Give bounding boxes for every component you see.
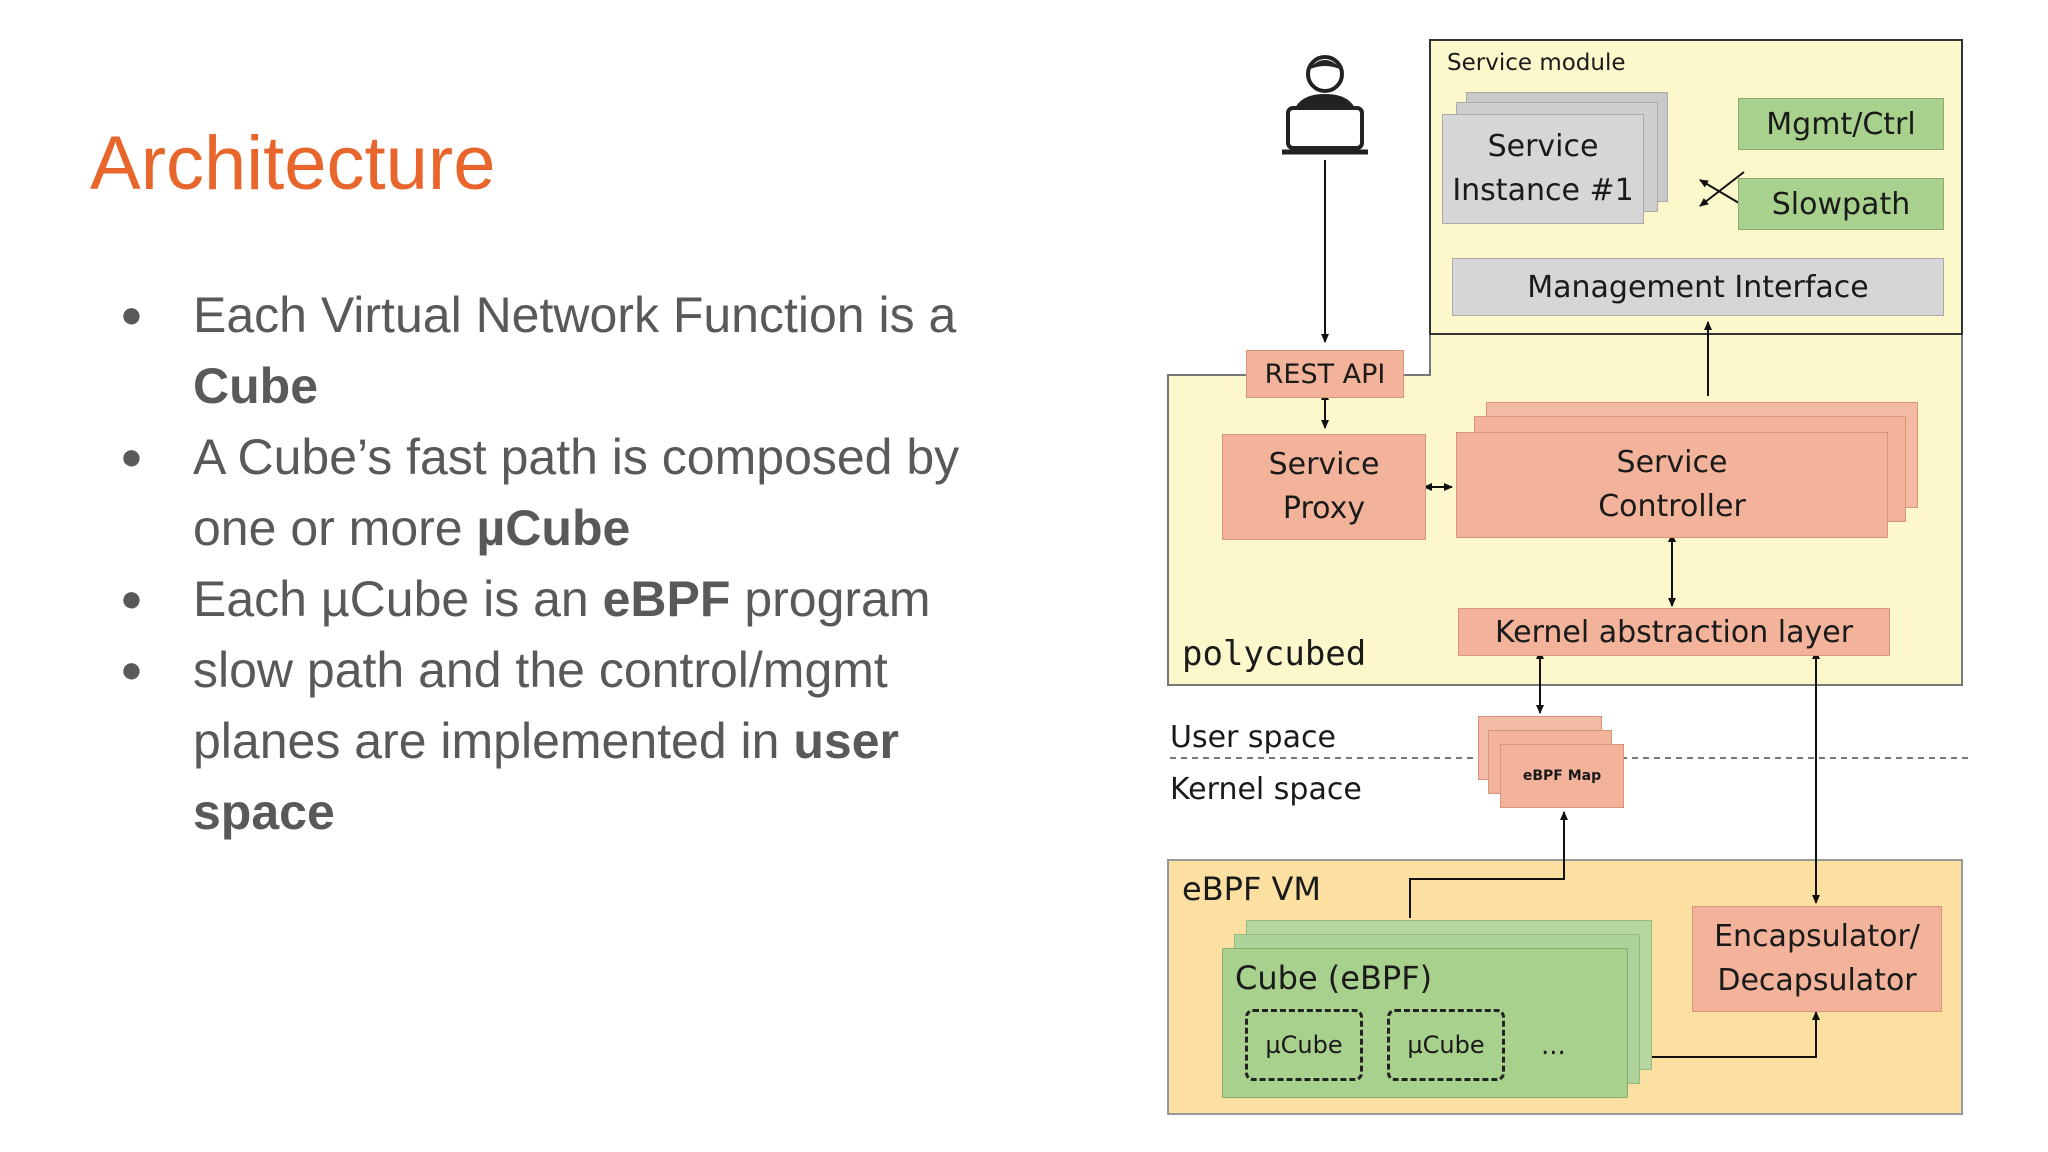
ebpf-map-box: eBPF Map [1500,744,1624,808]
bold-term: µCube [476,500,631,556]
ebpf-vm-label: eBPF VM [1182,870,1322,908]
bullet-dot: ● [120,294,143,336]
bullet-dot: ● [120,578,143,620]
bullet-item: ●Each Virtual Network Function is a Cube [110,280,1040,422]
ucube-box: µCube [1387,1009,1505,1081]
cube-ebpf-label: Cube (eBPF) [1235,959,1433,997]
polycubed-label: polycubed [1182,634,1367,674]
bullet-item: ●A Cube’s fast path is composed by one o… [110,422,1040,564]
ucube-box: µCube [1245,1009,1363,1081]
bullet-item: ●slow path and the control/mgmt planes a… [110,635,1040,848]
bullet-item: ●Each µCube is an eBPF program [110,564,1040,635]
bold-term: eBPF [602,571,731,627]
bold-term: user space [193,713,899,840]
user-laptop-icon [1282,55,1368,155]
kernel-abstraction-layer-box: Kernel abstraction layer [1458,608,1890,656]
bullet-dot: ● [120,436,143,478]
service-instance-box: Service Instance #1 [1442,114,1644,224]
architecture-diagram: Service module Service Instance #1 Mgmt/… [1160,30,1980,1130]
management-interface-box: Management Interface [1452,258,1944,316]
rest-api-box: REST API [1246,350,1404,398]
more-ucubes-ellipsis: ... [1541,1031,1566,1061]
bullet-list: ●Each Virtual Network Function is a Cube… [110,280,1040,848]
slide-title: Architecture [90,121,496,206]
service-controller-box: Service Controller [1456,432,1888,538]
service-proxy-box: Service Proxy [1222,434,1426,540]
service-module-label: Service module [1447,50,1626,76]
kernel-space-label: Kernel space [1170,772,1362,807]
encapsulator-box: Encapsulator/ Decapsulator [1692,906,1942,1012]
user-space-label: User space [1170,720,1336,755]
mgmt-ctrl-box: Mgmt/Ctrl [1738,98,1944,150]
instance-slowpath-arrow [1699,179,1745,207]
cube-ebpf-box: Cube (eBPF) µCube µCube ... [1222,948,1628,1098]
cube-map-arrow [1409,811,1568,918]
slowpath-box: Slowpath [1738,178,1944,230]
bold-term: Cube [193,358,318,414]
instance-mgmt-arrow [1699,171,1745,207]
cube-encap-arrow [1608,1011,1820,1061]
bullet-dot: ● [120,649,143,691]
